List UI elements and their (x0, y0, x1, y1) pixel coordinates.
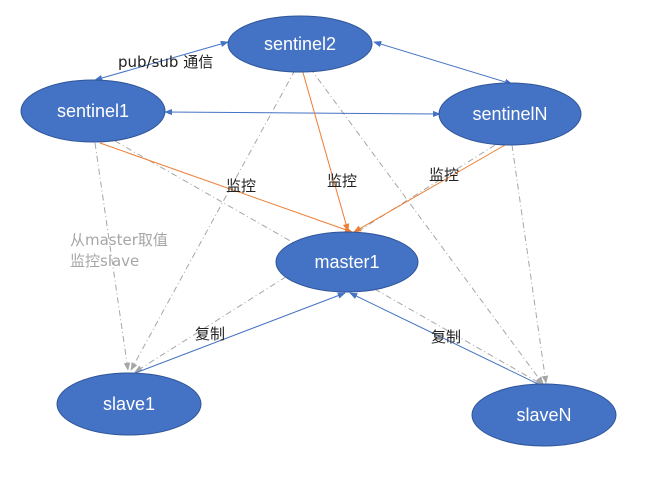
node-master1-label: master1 (314, 252, 379, 272)
monitor-label-left: 监控 (226, 177, 256, 195)
edge-sentinel1-slaveN (114, 140, 544, 386)
node-sentinel1-label: sentinel1 (57, 101, 129, 121)
edge-sentinel2-master1 (301, 68, 350, 232)
edge-slaveN-master1 (349, 292, 541, 386)
replicate-label-left: 复制 (195, 325, 225, 343)
node-slaveN-label: slaveN (516, 405, 571, 425)
edge-sentinel1-master1 (99, 142, 353, 233)
node-sentinel1[interactable]: sentinel1 (20, 79, 166, 143)
monitor-label-right: 监控 (429, 166, 459, 184)
node-sentinelN[interactable]: sentinelN (438, 82, 582, 146)
replication-edges (129, 292, 541, 386)
node-sentinelN-label: sentinelN (472, 104, 547, 124)
node-slaveN[interactable]: slaveN (471, 383, 617, 447)
edge-sentinel1-sentinelN (164, 108, 441, 118)
edge-sentinel1-sentinel2 (94, 40, 229, 82)
monitor-label-center: 监控 (327, 172, 357, 190)
node-slave1[interactable]: slave1 (56, 372, 202, 436)
edge-slave1-master1 (129, 292, 346, 376)
monitor-edges (99, 68, 506, 233)
edge-sentinel1-slave1 (94, 142, 131, 371)
edge-sentinelN-master1 (353, 144, 506, 233)
gray-note-line1: 从master取值 (70, 231, 168, 249)
gray-note-line2: 监控slave (70, 252, 139, 270)
replicate-label-right: 复制 (431, 328, 461, 346)
pubsub-edges (94, 40, 513, 118)
node-master1[interactable]: master1 (275, 231, 419, 293)
gray-monitor-edges (94, 67, 549, 386)
pubsub-label: pub/sub 通信 (118, 53, 213, 71)
edge-sentinel2-slave1 (130, 69, 296, 371)
node-slave1-label: slave1 (103, 394, 155, 414)
edge-sentinelN-slaveN (511, 144, 549, 384)
edge-sentinel2-slaveN (309, 67, 544, 385)
edge-sentinel2-sentinelN (373, 41, 513, 85)
node-sentinel2-label: sentinel2 (264, 34, 336, 54)
node-sentinel2[interactable]: sentinel2 (227, 15, 373, 73)
